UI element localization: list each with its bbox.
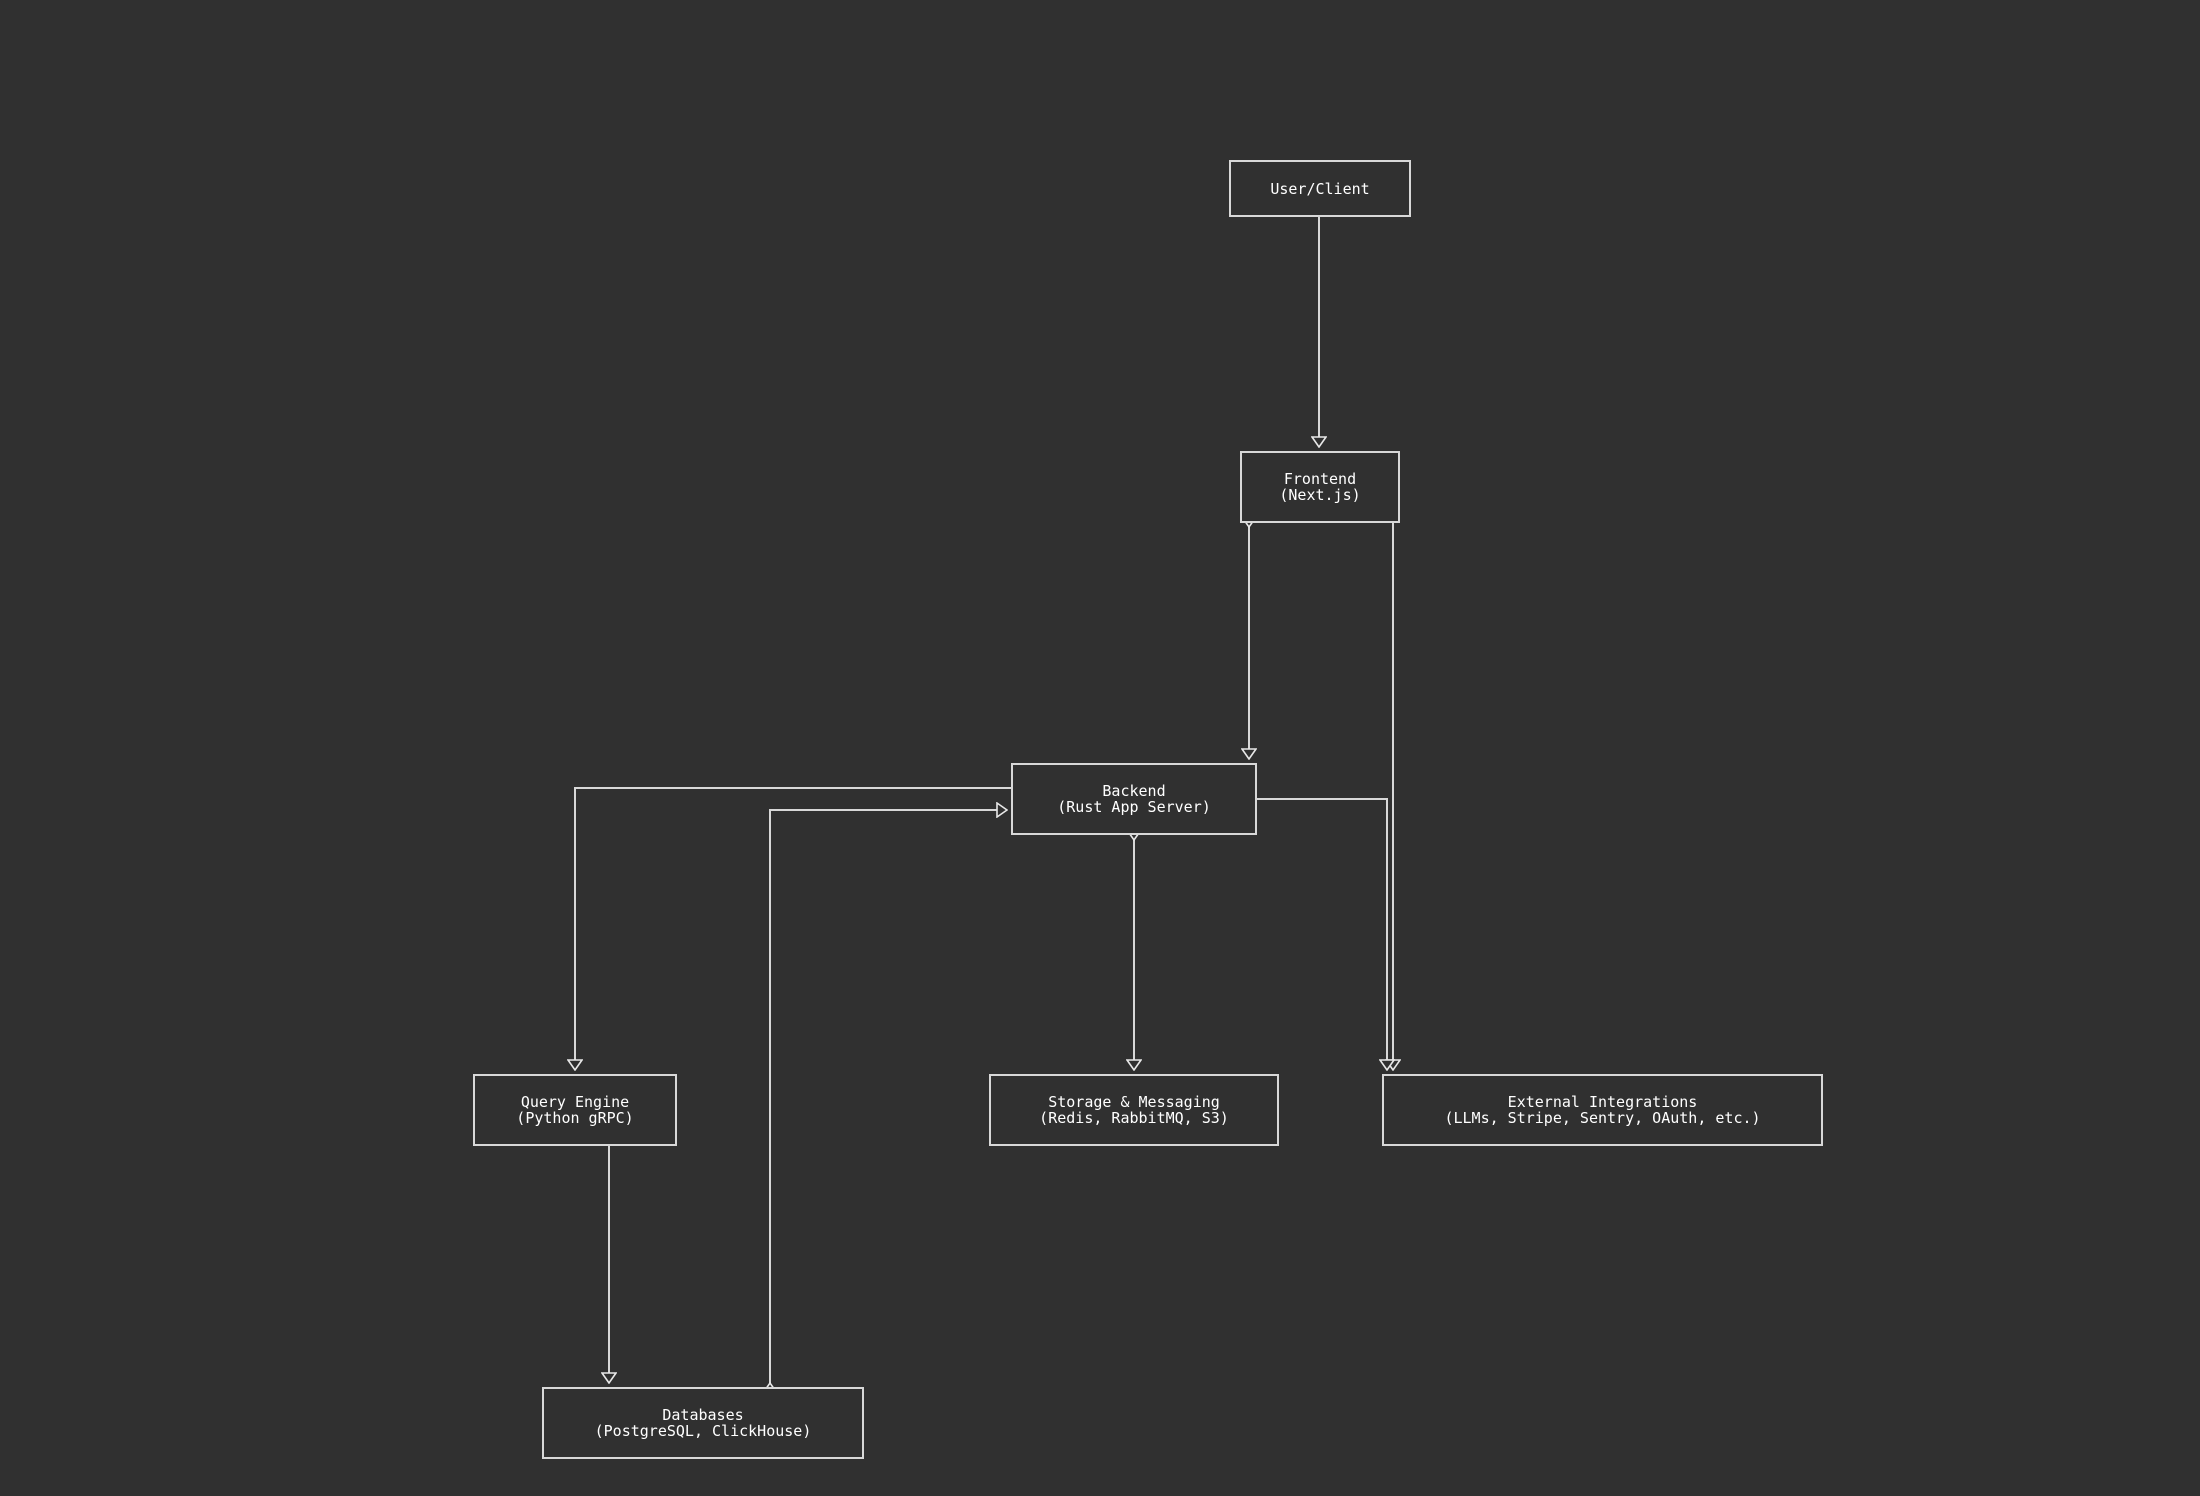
node-title: Backend	[1102, 782, 1166, 800]
node-databases[interactable]: Databases (PostgreSQL, ClickHouse)	[542, 1387, 864, 1459]
node-title: Query Engine	[520, 1093, 630, 1111]
edge-databases-backend	[770, 810, 1007, 1383]
node-subtitle: (Redis, RabbitMQ, S3)	[1039, 1109, 1229, 1127]
node-user-client[interactable]: User/Client	[1229, 160, 1411, 217]
node-subtitle: (Python gRPC)	[516, 1109, 634, 1127]
node-query-engine[interactable]: Query Engine (Python gRPC)	[473, 1074, 677, 1146]
node-backend[interactable]: Backend (Rust App Server)	[1011, 763, 1257, 835]
node-storage-messaging[interactable]: Storage & Messaging (Redis, RabbitMQ, S3…	[989, 1074, 1279, 1146]
node-title: Storage & Messaging	[1048, 1093, 1220, 1111]
edge-backend-to-query-engine	[575, 787, 1011, 1070]
node-frontend[interactable]: Frontend (Next.js)	[1240, 451, 1400, 523]
node-title: Frontend	[1283, 470, 1357, 488]
node-title: User/Client	[1270, 179, 1370, 198]
node-subtitle: (Rust App Server)	[1057, 798, 1211, 816]
node-subtitle: (LLMs, Stripe, Sentry, OAuth, etc.)	[1444, 1109, 1761, 1127]
node-subtitle: (PostgreSQL, ClickHouse)	[594, 1422, 812, 1440]
node-title: External Integrations	[1507, 1093, 1698, 1111]
node-subtitle: (Next.js)	[1279, 486, 1361, 504]
node-title: Databases	[662, 1406, 744, 1424]
edge-backend-to-external	[1257, 798, 1387, 1070]
node-external-integrations[interactable]: External Integrations (LLMs, Stripe, Sen…	[1382, 1074, 1823, 1146]
